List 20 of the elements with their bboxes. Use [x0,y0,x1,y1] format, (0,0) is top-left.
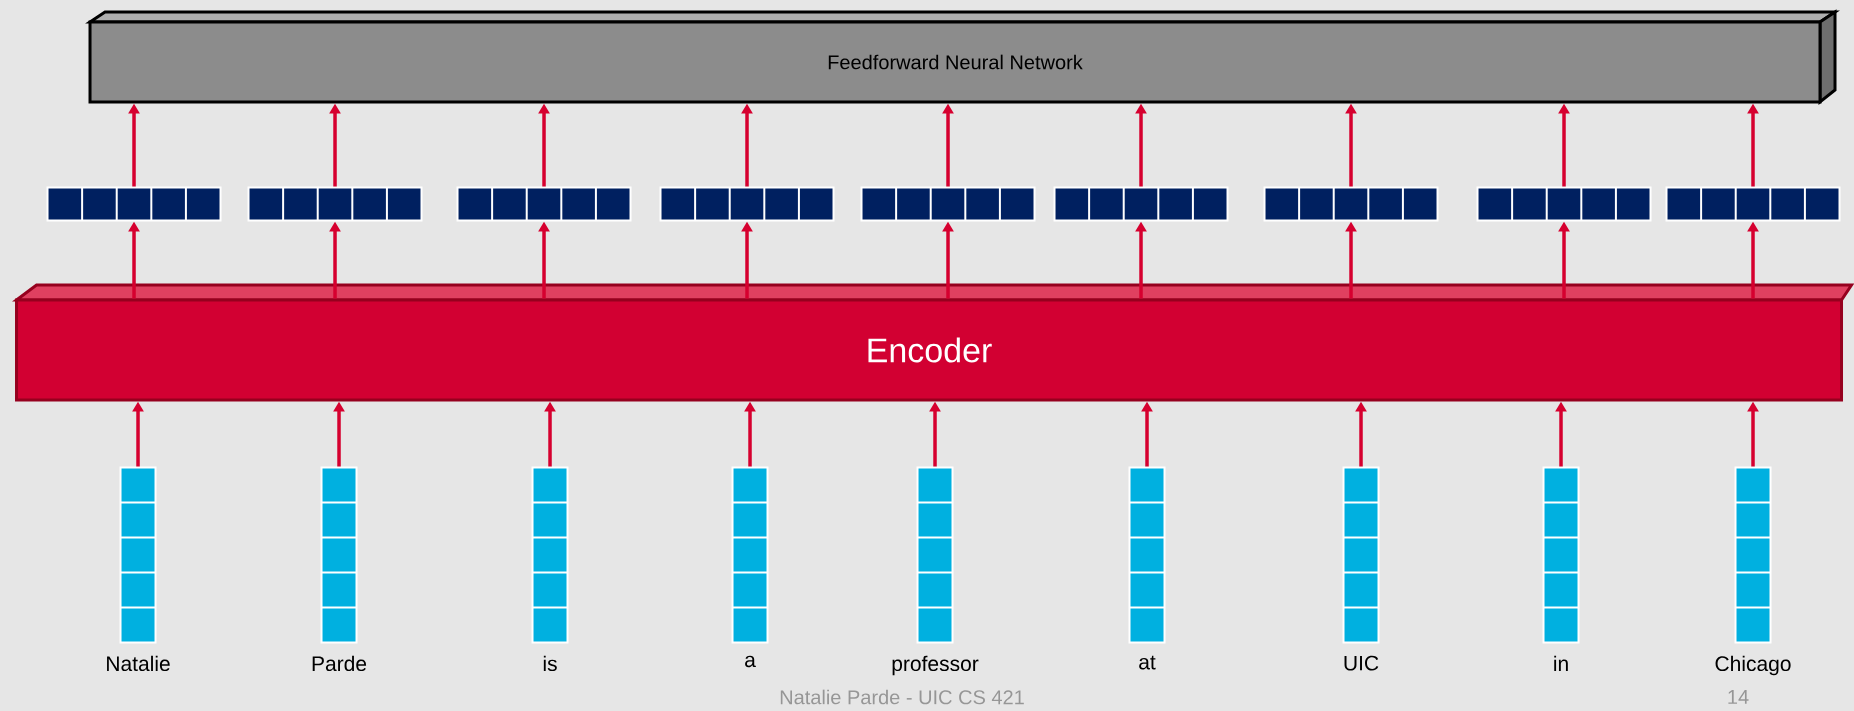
word-label: at [1139,655,1156,670]
footer-text: Natalie Parde - UIC CS 421 [780,689,1024,705]
word-label: Parde [312,655,367,672]
vector-cells [46,186,222,222]
word-label: a [745,655,756,668]
vector-cells [247,186,423,222]
word-label: Chicago [1715,655,1791,676]
vector-cells [659,186,835,222]
word-label: in [1554,655,1568,671]
vector-cells [860,186,1036,222]
vector-cells [1053,186,1229,222]
page-number: 14 [1728,690,1749,704]
vector-cells [1263,186,1439,222]
word-label: UIC [1344,655,1379,671]
vector-cells [456,186,632,222]
vector-cells [1476,186,1652,222]
word-label: Natalie [107,655,170,672]
word-label: professor [892,655,979,676]
vector-cells [1665,186,1841,222]
word-label: is [543,655,557,672]
